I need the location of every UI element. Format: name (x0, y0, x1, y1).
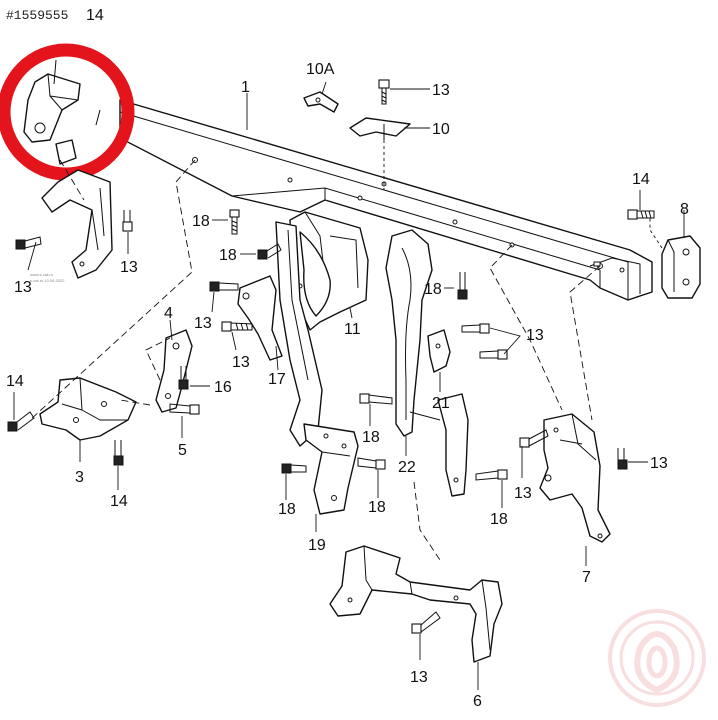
mount-bracket-11 (289, 211, 369, 331)
label-part-18-e: 18 (278, 501, 296, 518)
brand-logo-watermark-icon (608, 609, 706, 707)
label-part-10a: 10A (306, 61, 335, 78)
label-part-21: 21 (432, 395, 450, 412)
label-part-13-g: 13 (514, 485, 532, 502)
bolt-14-right (627, 209, 655, 220)
label-part-13-e: 13 (526, 327, 544, 344)
label-part-14-left: 14 (6, 373, 24, 390)
label-part-14-right: 14 (632, 171, 650, 188)
label-part-13-left: 13 (14, 279, 32, 296)
bolt-18-a (229, 209, 240, 235)
label-part-5: 5 (178, 442, 187, 459)
bolt-18-d (359, 393, 393, 405)
label-part-18-f: 18 (368, 499, 386, 516)
label-part-13-left-2: 13 (120, 259, 138, 276)
bolt-13-d (221, 321, 253, 332)
bolt-13-c (209, 281, 239, 292)
label-part-18-b: 18 (219, 247, 237, 264)
bracket-7 (539, 413, 611, 543)
bolt-13-left-1 (15, 236, 42, 250)
bolt-18-f (357, 457, 386, 470)
watermark-text-2: s-cat.ru 10.06.2022 (30, 278, 65, 283)
bolt-13-h (617, 448, 628, 470)
label-part-1: 1 (241, 79, 250, 96)
bolt-5 (169, 403, 200, 415)
bolt-18-g (475, 469, 508, 481)
label-part-8: 8 (680, 201, 689, 218)
label-part-4: 4 (164, 305, 173, 322)
label-part-10: 10 (432, 121, 450, 138)
bolt-18-e (281, 463, 307, 474)
left-side-bracket (41, 109, 113, 279)
label-part-13-c: 13 (194, 315, 212, 332)
label-part-14-bottom: 14 (110, 493, 128, 510)
bolt-13-left-2 (122, 210, 133, 232)
bolt-16 (178, 366, 189, 390)
label-part-11: 11 (344, 321, 361, 338)
bracket-22 (385, 229, 469, 497)
bracket-8 (649, 218, 701, 299)
label-part-6: 6 (473, 693, 482, 710)
bolt-13-f (479, 349, 508, 360)
bracket-19 (303, 423, 359, 515)
bolt-13-bottom (411, 611, 441, 634)
bolt-18-c (457, 272, 468, 300)
label-part-13-bottom: 13 (410, 669, 428, 686)
bracket-21 (427, 329, 451, 373)
bolt-18-b (257, 243, 282, 260)
leader-lines (13, 81, 685, 690)
bolt-13-top (378, 79, 390, 105)
bolt-14-bottom (113, 440, 124, 466)
label-part-16: 16 (214, 379, 232, 396)
label-part-17: 17 (268, 371, 286, 388)
label-part-14-top: 14 (86, 7, 104, 24)
bolt-13-e (461, 323, 490, 334)
label-part-22: 22 (398, 459, 416, 476)
label-part-7: 7 (582, 569, 591, 586)
label-part-18-c: 18 (424, 281, 442, 298)
bracket-3 (39, 377, 137, 441)
mount-bracket-17 (237, 221, 323, 447)
bolt-14-left (7, 411, 35, 432)
label-part-13-h: 13 (650, 455, 668, 472)
bolt-13-g (519, 429, 549, 448)
label-part-18-g: 18 (490, 511, 508, 528)
bracket-6 (329, 545, 503, 663)
clip-10a (303, 91, 339, 113)
reference-number: #1559555 (6, 8, 68, 23)
top-left-bracket (23, 59, 81, 165)
label-part-13-top: 13 (432, 82, 450, 99)
label-part-18-a: 18 (192, 213, 210, 230)
label-part-13-d: 13 (232, 354, 250, 371)
label-part-19: 19 (308, 537, 326, 554)
bracket-10 (349, 117, 411, 190)
label-part-3: 3 (75, 469, 84, 486)
label-part-18-d: 18 (362, 429, 380, 446)
bracket-4 (155, 329, 193, 413)
watermark-text-1: www.s-cat.ru (30, 272, 53, 277)
red-circle-highlight-icon (0, 43, 135, 181)
assembly-lines (29, 159, 601, 561)
